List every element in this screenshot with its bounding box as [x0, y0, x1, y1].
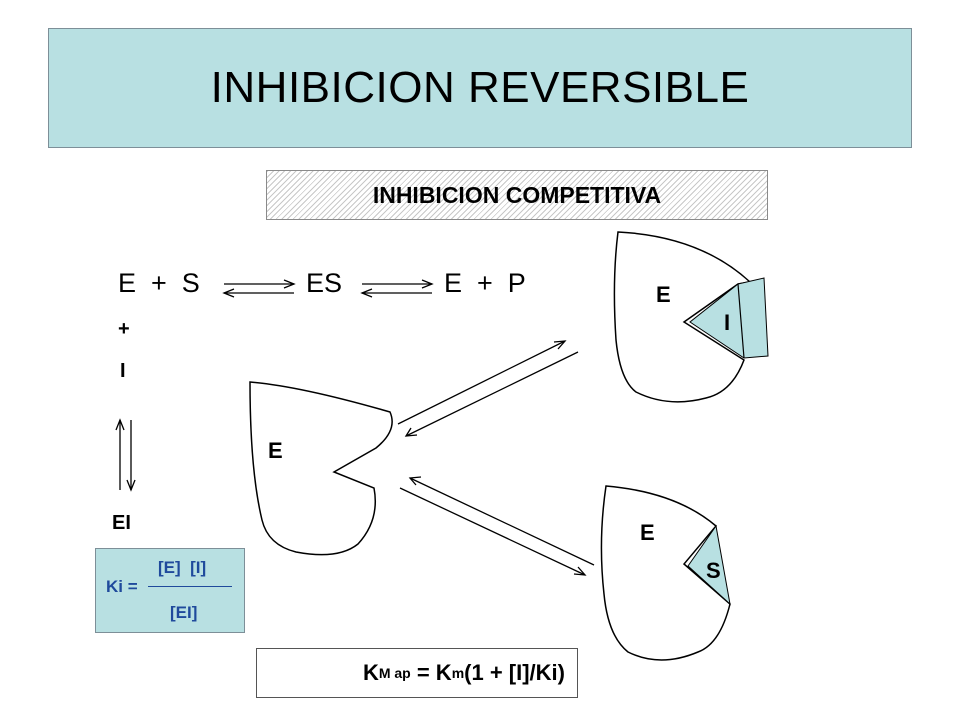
reaction-e-plus-s: E + S — [118, 268, 200, 298]
substrate-label: S — [706, 558, 721, 583]
arrows-to-inhibitor-complex — [397, 340, 579, 437]
enzyme-substrate-label: E — [640, 520, 655, 545]
km-expression: (1 + [I]/Ki) — [464, 660, 565, 685]
km-m-subscript: m — [451, 665, 465, 681]
enzyme-substrate-shape — [600, 485, 731, 661]
enzyme-inhibitor-shape — [613, 231, 752, 403]
equilibrium-arrows-es — [222, 279, 296, 298]
equilibrium-arrows-ep — [360, 279, 434, 298]
free-enzyme-label: E — [268, 438, 283, 463]
km-equals: = K — [410, 660, 452, 685]
vertical-equilibrium-arrows — [115, 418, 136, 492]
inhibitor-label: I — [724, 310, 731, 335]
reaction-inhibitor: I — [120, 360, 126, 382]
ki-formula-box: [E] [I] Ki = [EI] — [95, 548, 245, 633]
reaction-complex-ei: EI — [112, 512, 131, 534]
ki-denominator: [EI] — [170, 603, 198, 622]
reaction-e-plus-p: E + P — [444, 268, 526, 298]
ki-fraction-bar — [148, 586, 232, 587]
reaction-es: ES — [306, 268, 343, 298]
km-ap-subscript: M ap — [378, 665, 411, 681]
page-title: INHIBICION REVERSIBLE — [210, 63, 750, 112]
free-enzyme-shape — [249, 381, 393, 556]
title-banner: INHIBICION REVERSIBLE — [48, 28, 912, 148]
subtitle-banner: INHIBICION COMPETITIVA — [266, 170, 768, 220]
ki-label: Ki = — [106, 577, 138, 596]
substrate-shape — [687, 524, 731, 606]
inhibitor-edge — [737, 283, 745, 359]
enzyme-inhibitor-label: E — [656, 282, 671, 307]
arrows-to-substrate-complex — [399, 476, 595, 576]
km-symbol: K — [362, 660, 379, 685]
reaction-plus: + — [118, 318, 130, 340]
inhibitor-shape — [689, 277, 769, 359]
section-title: INHIBICION COMPETITIVA — [372, 181, 662, 208]
ki-numerator: [E] [I] — [158, 558, 207, 577]
